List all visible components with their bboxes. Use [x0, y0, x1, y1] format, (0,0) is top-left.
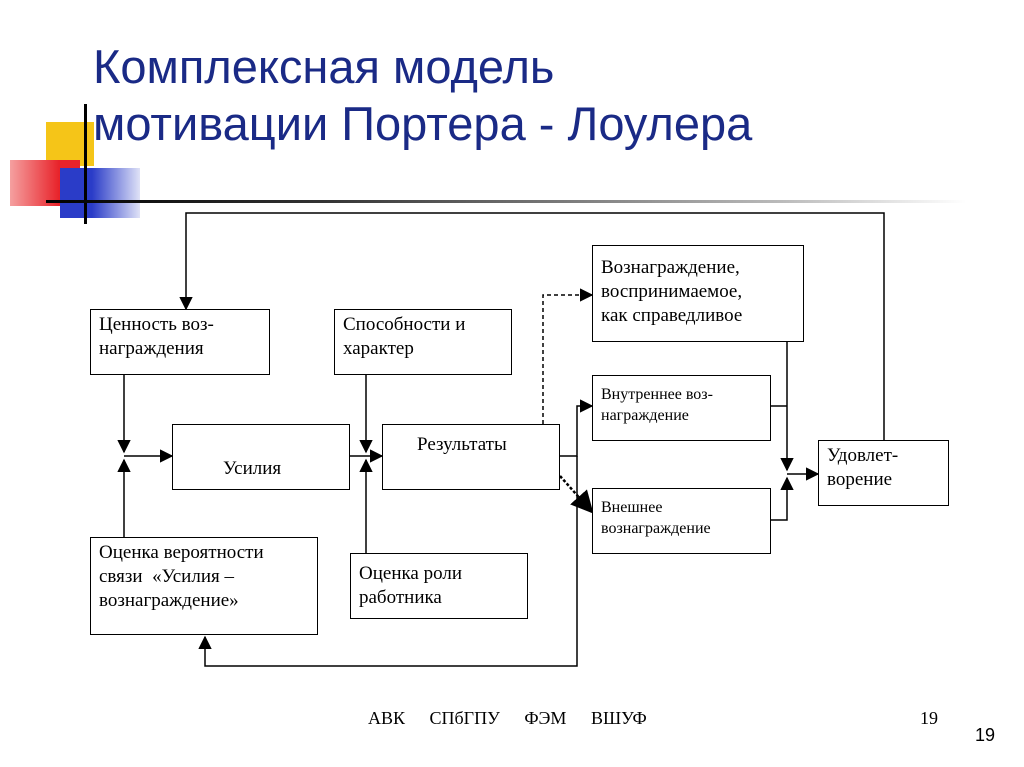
decorative-blue-gradient — [60, 168, 140, 218]
footer-item: ФЭМ — [524, 708, 567, 728]
box-external-reward-line: Внешнее — [601, 499, 663, 516]
box-probability-line: связи «Усилия – — [99, 566, 234, 587]
box-external-reward-line: вознаграждение — [601, 520, 711, 537]
box-fair-reward: Вознаграждение, воспринимаемое, как спра… — [592, 245, 804, 342]
box-internal-reward: Внутреннее воз- награждение — [592, 375, 771, 441]
box-role-line: Оценка роли — [359, 563, 463, 584]
box-reward-value-line: Ценность воз- — [99, 314, 214, 335]
footer-item: СПбГПУ — [429, 708, 500, 728]
box-abilities: Способности и характер — [334, 309, 512, 375]
box-external-reward: Внешнее вознаграждение — [592, 488, 771, 554]
box-satisfaction: Удовлет- ворение — [818, 440, 949, 506]
box-results: Результаты — [382, 424, 560, 490]
arrow-results-to-internal — [560, 399, 594, 457]
box-abilities-line: характер — [343, 338, 414, 359]
box-fair-reward-line: Вознаграждение, — [601, 257, 740, 278]
slide-title: Комплексная модель мотивации Портера - Л… — [93, 38, 752, 152]
box-satisfaction-line: Удовлет- — [827, 445, 899, 466]
footer-item: ВШУФ — [590, 708, 647, 728]
arrow-results-to-fair — [542, 288, 594, 424]
feedback-line-top — [179, 212, 885, 440]
box-reward-value-line: награждения — [99, 338, 204, 359]
arrow-results-to-external — [559, 475, 594, 514]
box-reward-value: Ценность воз- награждения — [90, 309, 270, 375]
box-role-line: работника — [359, 587, 442, 608]
box-satisfaction-line: ворение — [827, 469, 893, 490]
box-fair-reward-line: как справедливое — [601, 305, 743, 326]
box-probability-line: Оценка вероятности — [99, 542, 264, 563]
box-probability-estimate: Оценка вероятности связи «Усилия – возна… — [90, 537, 318, 635]
box-effort-label: Усилия — [223, 458, 282, 479]
decorative-vertical-rule — [84, 104, 87, 224]
box-fair-reward-line: воспринимаемое, — [601, 281, 743, 302]
footer-item: АВК — [368, 708, 406, 728]
box-probability-line: вознаграждение» — [99, 590, 239, 611]
box-effort: Усилия — [172, 424, 350, 490]
slide-footer: АВК СПбГПУ ФЭМ ВШУФ — [368, 708, 667, 729]
decorative-horizontal-rule — [46, 200, 966, 203]
arrow-external-to-satisfaction — [771, 476, 794, 521]
title-line-2: мотивации Портера - Лоулера — [93, 97, 753, 150]
box-abilities-line: Способности и — [343, 314, 466, 335]
box-role-estimate: Оценка роли работника — [350, 553, 528, 619]
title-line-1: Комплексная модель — [93, 40, 555, 93]
box-internal-reward-line: награждение — [601, 407, 689, 424]
footer-slide-number: 19 — [920, 708, 938, 728]
feedback-line-bottom — [198, 456, 578, 667]
box-results-label: Результаты — [417, 434, 507, 455]
page-number: 19 — [975, 725, 996, 745]
box-internal-reward-line: Внутреннее воз- — [601, 386, 713, 403]
